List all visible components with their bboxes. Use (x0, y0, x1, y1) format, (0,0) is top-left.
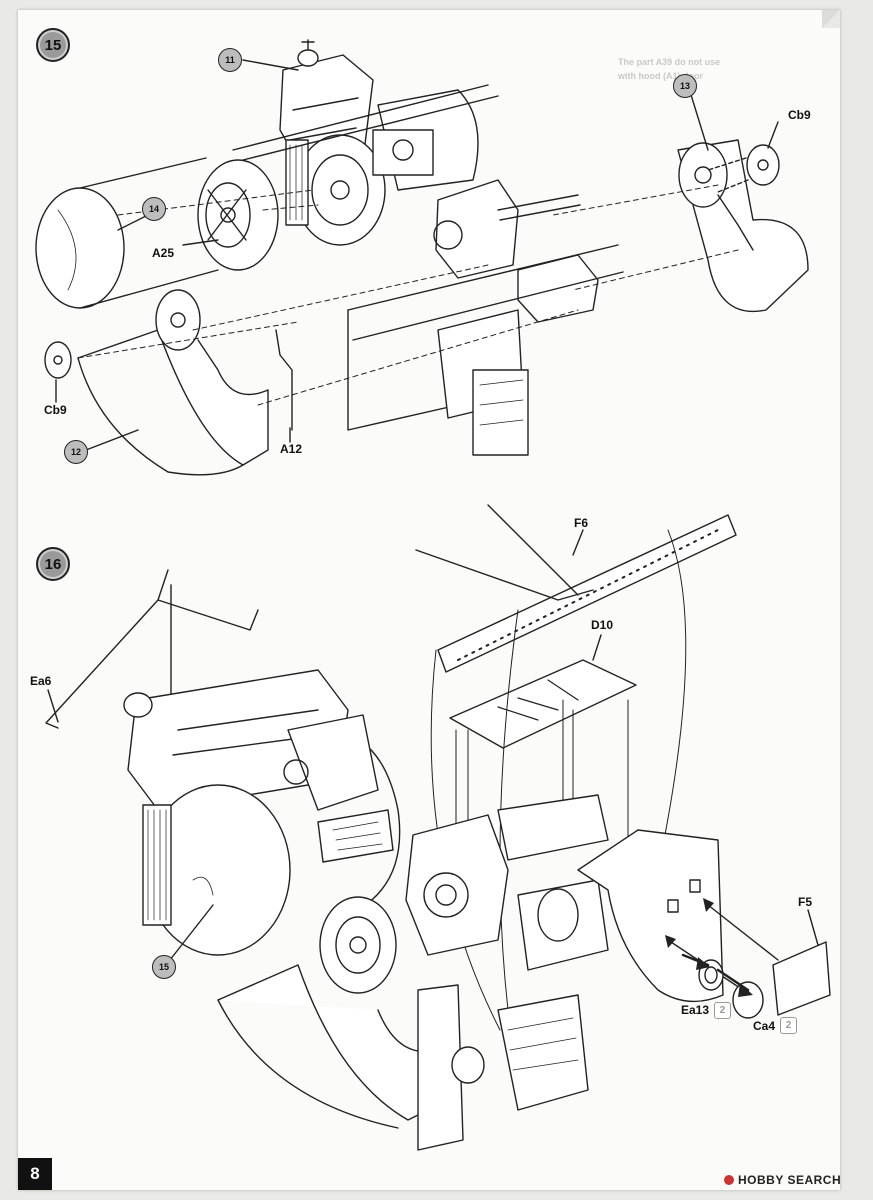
qty-ca4-number: 2 (785, 1020, 792, 1031)
plate-d10 (449, 659, 637, 749)
subassembly-14-badge: 14 (142, 197, 166, 221)
subassembly-11-badge: 11 (218, 48, 242, 72)
subassembly-12-badge: 12 (64, 440, 88, 464)
background-note: The part A39 do not use with hood (A1) d… (618, 55, 720, 83)
label-a25: A25 (152, 246, 175, 260)
leader-d10 (592, 634, 602, 661)
disc-ca4 (732, 981, 764, 1019)
guide-lines-15 (77, 184, 739, 406)
transmission (433, 179, 599, 323)
chassis-frame (347, 244, 624, 456)
qty-ca4-badge: 2 (780, 1017, 797, 1034)
label-f5: F5 (798, 895, 813, 909)
qty-ea13-badge: 2 (714, 1002, 731, 1019)
leader-cb9-top (767, 121, 779, 149)
page-number: 8 (18, 1158, 52, 1190)
wheel-disk-a25 (197, 159, 279, 271)
page-fold (822, 10, 840, 28)
leader-15 (165, 904, 214, 966)
upper-rail (232, 84, 499, 161)
leader-f5 (807, 909, 819, 946)
watermark-text: HOBBY SEARCH (738, 1173, 842, 1187)
step-16-number: 16 (44, 555, 62, 573)
fender-rear-right (577, 829, 724, 1003)
label-a12: A12 (280, 442, 303, 456)
subassembly-15-badge: 15 (152, 955, 176, 979)
subassembly-11-number: 11 (225, 55, 235, 65)
engine-block (279, 39, 386, 246)
background-note-line1: The part A39 do not use (618, 57, 721, 67)
qty-ea13-number: 2 (719, 1005, 726, 1016)
fender-left (77, 289, 269, 476)
subassembly-13-number: 13 (679, 81, 690, 91)
fender-right (677, 139, 809, 312)
hub-cb9-left (44, 341, 72, 379)
leader-12 (85, 429, 139, 451)
background-note-line2: with hood (A1) door (618, 71, 703, 81)
step-15-number: 15 (44, 36, 62, 54)
hub-cb9-right (707, 144, 780, 193)
label-f6: F6 (574, 516, 589, 530)
label-cb9-left: Cb9 (44, 403, 67, 417)
label-cb9-top: Cb9 (788, 108, 811, 122)
subassembly-14-number: 14 (148, 204, 159, 214)
frame-rail-f6 (415, 504, 737, 673)
lever-a12 (275, 329, 293, 431)
fuel-tank-left (35, 157, 219, 309)
front-wheel-fender (217, 896, 485, 1151)
leader-f6 (572, 529, 584, 556)
label-d10: D10 (591, 618, 614, 632)
label-ea6: Ea6 (30, 674, 52, 688)
step-15-badge: 15 (36, 28, 70, 62)
assembly-diagram (35, 39, 831, 1151)
leader-a25 (182, 239, 219, 246)
leader-ea6 (47, 689, 59, 723)
subassembly-15-number: 15 (158, 962, 169, 972)
instruction-page: The part A39 do not use with hood (A1) d… (18, 10, 840, 1190)
subassembly-12-number: 12 (70, 447, 81, 457)
watermark-logo-icon (724, 1175, 734, 1185)
bracket-ea6 (45, 569, 259, 729)
step-16-badge: 16 (36, 547, 70, 581)
watermark: HOBBY SEARCH (724, 1173, 841, 1187)
transmission-16 (405, 794, 609, 971)
label-ea13: Ea13 (681, 1003, 710, 1017)
leader-11 (242, 59, 299, 71)
label-ca4: Ca4 (753, 1019, 776, 1033)
fuel-tank-right (372, 89, 479, 191)
subassembly-13-badge: 13 (673, 74, 697, 98)
engine-assembly-16 (123, 669, 401, 956)
rear-skid (497, 994, 589, 1111)
